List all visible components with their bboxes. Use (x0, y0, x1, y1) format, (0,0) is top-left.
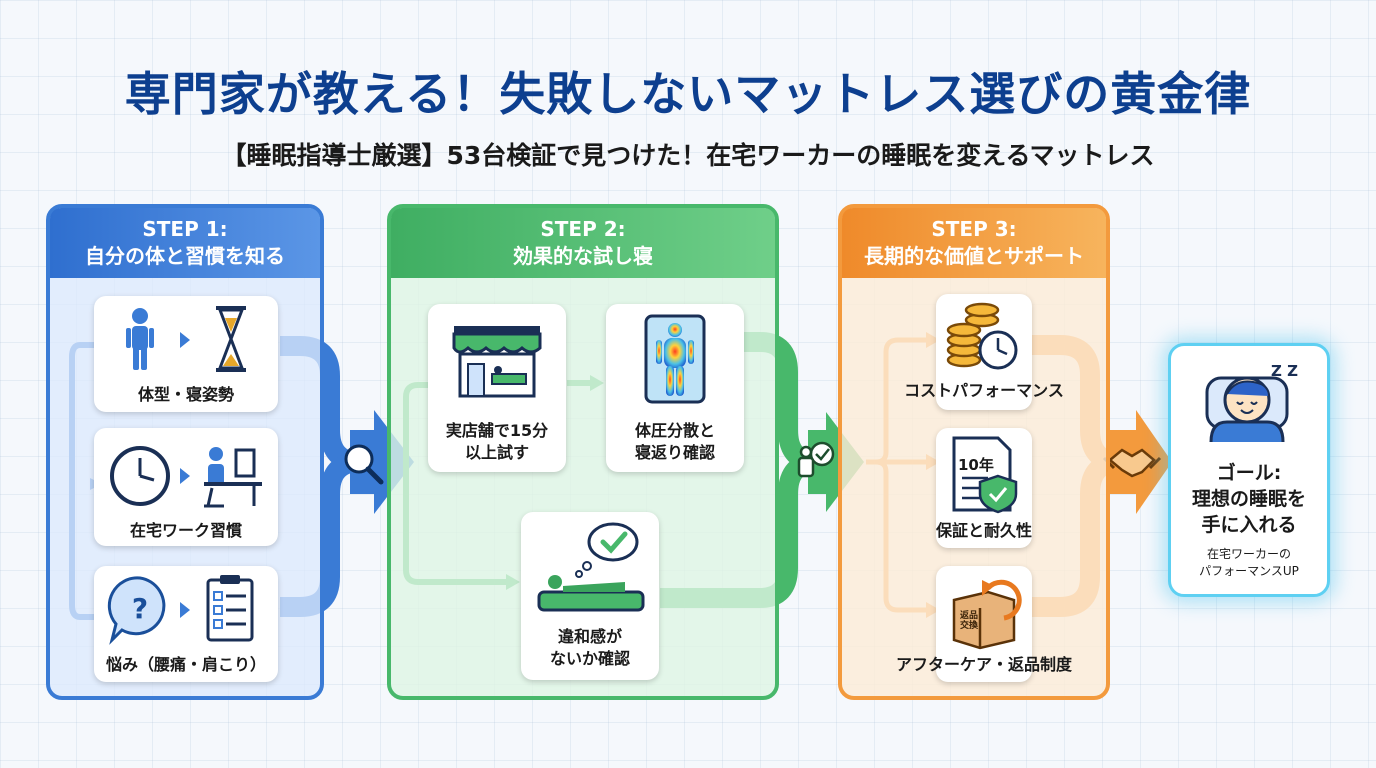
handshake-icon (1102, 448, 1162, 478)
arrow-right-icon (180, 332, 190, 348)
step2-item-2-label: 体圧分散と 寝返り確認 (634, 421, 715, 462)
step2-card-store-trial: 実店舗で15分 以上試す (428, 304, 566, 472)
step2-card-comfort: 違和感が ないか確認 (521, 512, 659, 680)
page-subtitle: 【睡眠指導士厳選】53台検証で見つけた！在宅ワーカーの睡眠を変えるマットレス (221, 141, 1155, 170)
return-box-icon (952, 579, 1022, 650)
goal-subtitle: 在宅ワーカーの パフォーマンスUP (1199, 547, 1299, 578)
hourglass-icon (216, 306, 246, 372)
step3-item-3-label: アフターケア・返品制度 (895, 655, 1072, 674)
step1-big-arrow (350, 410, 414, 514)
step3-item-1-label: コストパフォーマンス (904, 381, 1064, 400)
svg-text:?: ? (132, 592, 148, 625)
desk-worker-icon (204, 447, 262, 508)
step2-card-pressure: 体圧分散と 寝返り確認 (606, 304, 744, 472)
zzz-icon: Z Z (1271, 362, 1298, 380)
step1-card-body-type: 体型・寝姿勢 (94, 296, 278, 412)
checklist-icon (206, 575, 254, 642)
consult-icon (797, 441, 835, 478)
step3-number: STEP 3: (931, 217, 1017, 241)
step1-item-1-label: 体型・寝姿勢 (137, 385, 234, 404)
step1-item-3-label: 悩み（腰痛・肩こり） (105, 655, 266, 674)
step2-header: STEP 2: 効果的な試し寝 (391, 208, 775, 278)
goal-card: Z Z ゴール: 理想の睡眠を 手に入れる 在宅ワーカーの パフォーマンスUP (1168, 343, 1330, 597)
box-stamp: 返品 交換 (960, 611, 979, 631)
pressure-map-icon (644, 314, 706, 404)
step2-big-arrow (808, 412, 864, 512)
step2-title: 効果的な試し寝 (513, 244, 653, 268)
step1-header: STEP 1: 自分の体と習慣を知る (50, 208, 320, 278)
magnifier-icon (344, 444, 384, 485)
clock-icon (110, 446, 170, 506)
step2-item-1-label: 実店舗で15分 以上試す (445, 421, 549, 462)
question-icon: ? (107, 576, 166, 645)
step3-item-2-label: 保証と耐久性 (935, 521, 1032, 540)
document-shield-icon (952, 436, 1018, 514)
arrow-right-icon (180, 602, 190, 618)
page-title: 専門家が教える！失敗しないマットレス選びの黄金律 (124, 67, 1252, 121)
arrow-right-icon (180, 468, 190, 484)
step3-title: 長期的な価値とサポート (864, 244, 1084, 268)
store-icon (452, 326, 542, 398)
thought-bubble-icon (575, 522, 639, 578)
sleeping-face-icon (1205, 376, 1289, 443)
warranty-badge: 10年 (958, 456, 994, 474)
person-icon (126, 308, 154, 370)
step1-number: STEP 1: (142, 217, 228, 241)
coins-icon (946, 302, 1000, 368)
step1-card-work-habit: 在宅ワーク習慣 (94, 428, 278, 546)
step2-number: STEP 2: (540, 217, 626, 241)
goal-title: ゴール: 理想の睡眠を 手に入れる (1191, 462, 1306, 537)
step3-card-aftercare: 返品 交換 アフターケア・返品制度 (896, 566, 1072, 682)
step3-card-cost: コストパフォーマンス (904, 294, 1064, 410)
step3-header: STEP 3: 長期的な価値とサポート (842, 208, 1106, 278)
step1-title: 自分の体と習慣を知る (85, 244, 285, 268)
step3-card-warranty: 10年 保証と耐久性 (936, 428, 1032, 548)
step1-card-concerns: ? 悩み（腰痛・肩こり） (94, 566, 278, 682)
sleeping-person-icon (537, 575, 645, 612)
step2-item-3-label: 違和感が ないか確認 (549, 627, 630, 668)
step1-item-2-label: 在宅ワーク習慣 (129, 521, 242, 540)
clock-icon (978, 330, 1018, 370)
